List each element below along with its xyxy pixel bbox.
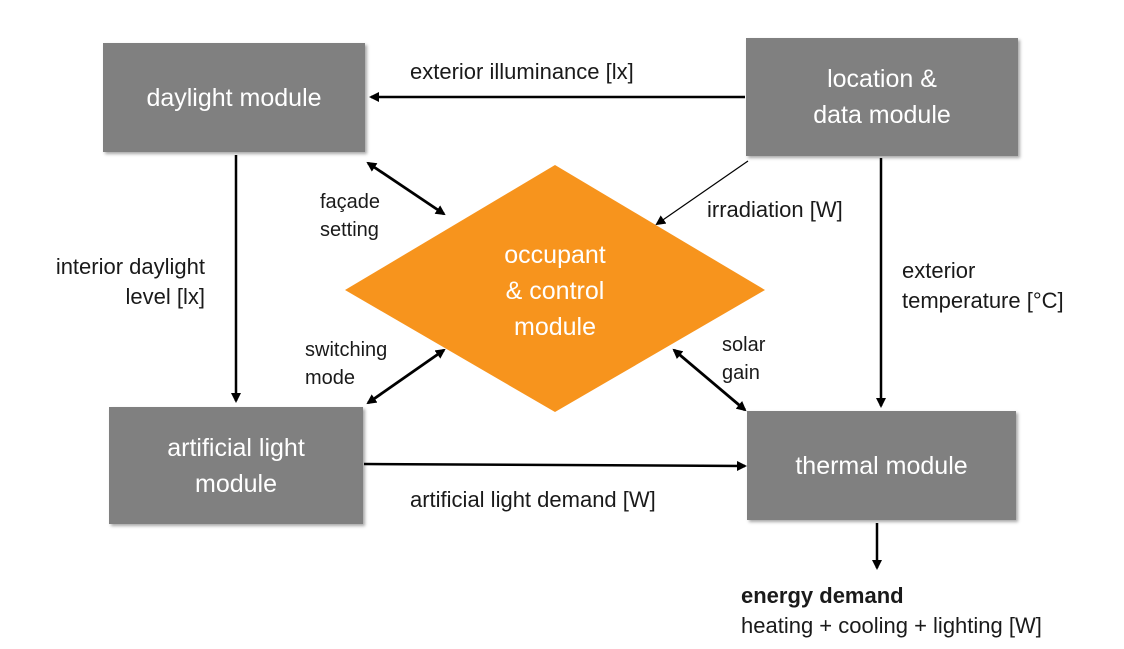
artificial-module-line2: module [195, 469, 277, 498]
energy-demand-detail: heating + cooling + lighting [W] [741, 613, 1042, 638]
occupant-control-module-label: occupant & control module [400, 237, 710, 345]
label-exterior-illuminance: exterior illuminance [lx] [410, 59, 634, 84]
label-exterior-temperature: exterior temperature [°C] [902, 256, 1064, 316]
solar-gain-line2: gain [722, 362, 760, 384]
arrow-irradiation [655, 160, 749, 226]
energy-demand-title: energy demand [741, 583, 904, 608]
interior-daylight-line1: interior daylight [55, 254, 205, 279]
facade-setting-line2: setting [320, 219, 379, 241]
label-switching-mode: switching mode [305, 336, 387, 392]
energy-demand-output: energy demand heating + cooling + lighti… [741, 581, 1042, 641]
label-solar-gain: solar gain [722, 331, 765, 387]
occupant-line3: module [514, 313, 596, 341]
daylight-module-box: daylight module [103, 43, 365, 152]
artificial-module-line1: artificial light [167, 433, 305, 462]
occupant-control-diamond [345, 165, 765, 412]
arrow-switching-mode [366, 348, 446, 405]
switching-mode-line1: switching [305, 339, 388, 361]
exterior-temperature-line1: exterior [902, 258, 976, 283]
occupant-line2: & control [505, 277, 605, 305]
thermal-module-label: thermal module [795, 451, 968, 480]
artificial-light-module-box: artificial light module [109, 407, 363, 524]
interior-daylight-line2: level [lx] [125, 284, 205, 309]
solar-gain-line1: solar [722, 334, 766, 356]
label-artificial-light-demand: artificial light demand [W] [410, 487, 656, 512]
daylight-module-label: daylight module [146, 83, 322, 112]
location-data-module-box: location & data module [746, 38, 1018, 156]
location-module-line1: location & [827, 65, 937, 93]
occupant-line1: occupant [504, 241, 606, 269]
label-facade-setting: façade setting [320, 188, 380, 244]
facade-setting-line1: façade [320, 191, 381, 213]
label-irradiation: irradiation [W] [707, 197, 843, 222]
arrow-facade-setting [366, 161, 446, 216]
arrow-artificial-light-demand [363, 460, 747, 471]
thermal-module-box: thermal module [747, 411, 1016, 520]
label-interior-daylight-level: interior daylight level [lx] [10, 252, 205, 312]
arrow-solar-gain [672, 348, 747, 412]
exterior-temperature-line2: temperature [°C] [902, 288, 1064, 313]
switching-mode-line2: mode [305, 367, 356, 389]
location-module-line2: data module [813, 101, 951, 129]
